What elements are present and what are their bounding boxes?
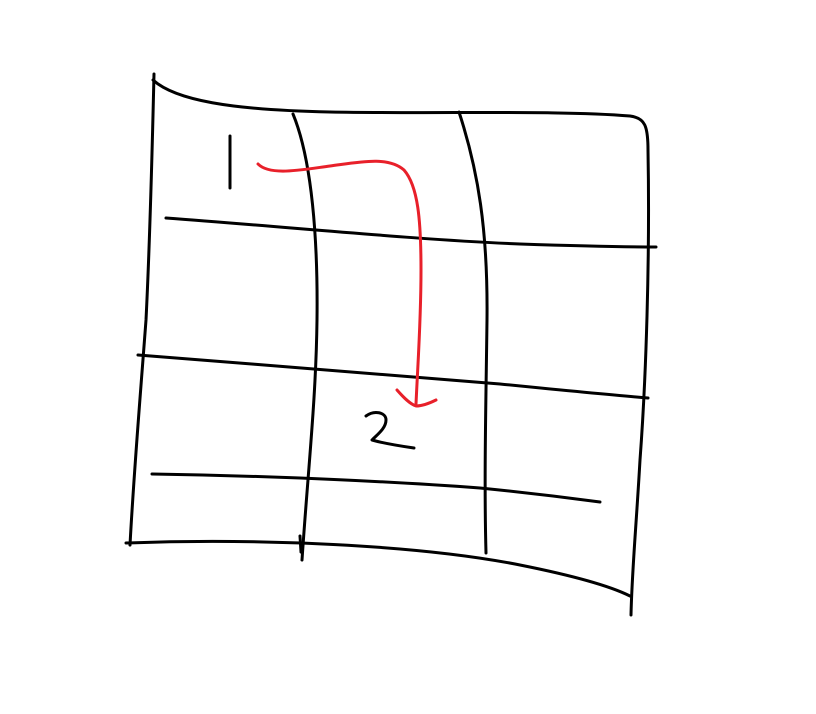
grid-row-divider-3 bbox=[150, 472, 602, 504]
arrow bbox=[256, 159, 438, 408]
cell-label-2 bbox=[364, 411, 416, 450]
grid-row-divider-2 bbox=[136, 353, 650, 400]
grid-bottom-border bbox=[124, 539, 632, 598]
grid-left-border bbox=[128, 72, 156, 547]
arrow-head bbox=[395, 388, 438, 408]
grid-row-divider-1 bbox=[164, 216, 658, 249]
grid-top-border bbox=[151, 78, 650, 152]
grid-column-divider-1-tick bbox=[298, 534, 303, 554]
grid bbox=[124, 72, 658, 617]
grid-right-border bbox=[629, 148, 651, 617]
cell-label-2-stroke bbox=[364, 411, 416, 450]
arrow-shaft bbox=[256, 159, 423, 406]
grid-column-divider-2 bbox=[457, 110, 489, 555]
